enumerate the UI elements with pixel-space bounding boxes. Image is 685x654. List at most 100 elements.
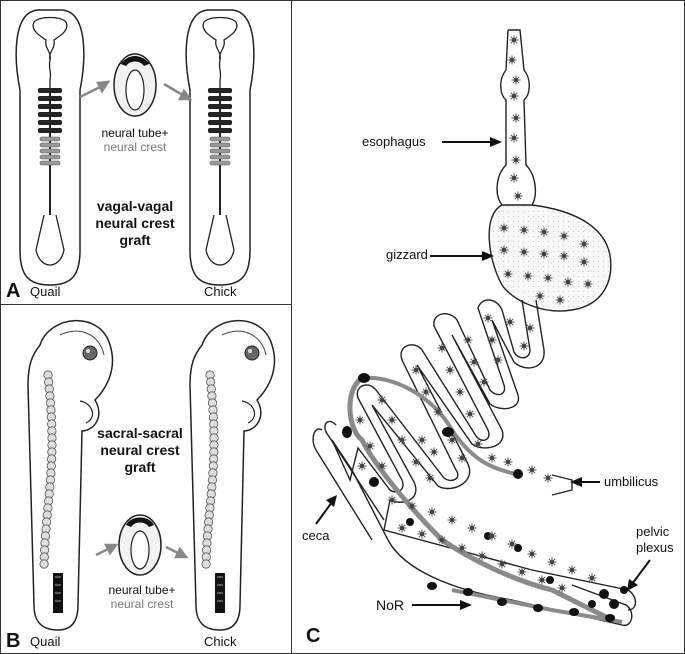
neuron-icon [357,461,367,471]
neuron-icon [511,113,521,123]
quail-label-a: Quail [30,284,60,299]
neuron-icon [477,551,487,561]
neuron-icon [503,457,513,467]
nor-label: NoR [376,597,404,613]
panel-b-drawing: sacral-sacral neural crest graft neural … [6,319,276,652]
neuron-icon [487,531,497,541]
neuron-icon [455,387,465,397]
ceca-arrow [315,495,337,525]
neuron-icon [511,155,521,165]
panel-letter-c: C [306,625,320,647]
umbilicus-label: umbilicus [604,474,659,489]
graft-title-b-1: sacral-sacral [97,425,183,441]
chick-embryo-sacral [189,319,276,631]
neuron-icon [497,559,507,569]
neuron-icon [433,407,443,417]
neuron-icon [417,435,427,445]
neuron-icon [517,567,527,577]
neuron-icon [397,523,407,533]
neuron-icon [511,75,521,85]
gizzard-arrow [430,251,494,261]
neuron-icon [467,523,477,533]
neuron-icon [557,583,567,593]
quail-somite-column [39,370,57,569]
nor-ganglia [342,373,615,622]
neural-tube-section-a [113,53,157,117]
neuron-icon [527,549,537,559]
neuron-icon [509,173,519,183]
neuron-icon [519,225,529,235]
gizzard-label: gizzard [386,247,428,262]
neuron-icon [457,543,467,553]
neuron-icon [377,395,387,405]
neuron-icon [579,257,589,267]
nor-arrow [412,600,472,610]
neuron-icon [469,357,479,367]
neuron-icon [483,313,493,323]
neuron-icon [377,461,387,471]
transfer-arrow-a-left [79,80,111,99]
neuron-icon [387,495,397,505]
neuron-icon [523,271,533,281]
neuron-icon [563,277,573,287]
panel-a-drawing: neural tube+ neural crest vagal-vagal ne… [6,9,255,302]
neuron-icon [463,335,473,345]
neuron-icon [447,435,457,445]
neuron-icon [587,573,597,583]
neuron-icon [387,415,397,425]
neuron-icon [535,291,545,301]
neuron-icon [487,453,497,463]
transfer-arrow-a-right [163,82,193,101]
neuron-icon [445,365,455,375]
neuron-icon [519,341,529,351]
quail-embryo-vagal [15,9,85,286]
enteric-neurons [355,35,597,593]
panel-letter-a: A [6,280,20,302]
neuron-icon [499,245,509,255]
neuron-icon [579,239,589,249]
panel-letter-b: B [6,630,20,652]
graft-title-a-3: graft [119,232,150,248]
chick-label-a: Chick [204,284,237,299]
tube-label-a-1: neural tube+ [101,126,168,140]
neuron-icon [519,247,529,257]
neuron-icon [421,387,431,397]
neuron-icon [527,465,537,475]
panel-a: neural tube+ neural crest vagal-vagal ne… [0,0,291,304]
tube-label-b-1: neural tube+ [108,583,175,597]
neuron-icon [499,223,509,233]
quail-label-b: Quail [30,634,60,649]
graft-title-b-3: graft [124,459,155,475]
neuron-icon [525,323,535,333]
neuron-icon [425,473,435,483]
neuron-icon [487,335,497,345]
neuron-icon [567,565,577,575]
neural-tube-section-b [118,514,162,576]
gizzard [488,204,612,312]
neuron-icon [417,529,427,539]
pelvic-plexus-cluster [406,518,628,609]
panel-divider-vertical [291,0,292,654]
neuron-icon [505,317,515,327]
neuron-icon [543,473,553,483]
pelvic-label-1: pelvic [636,524,670,539]
umbilicus-arrow [570,477,600,487]
neuron-icon [465,409,475,419]
umbilicus-stalk [551,474,573,496]
pelvic-label-2: plexus [636,540,674,555]
neuron-icon [493,355,503,365]
neuron-icon [555,295,565,305]
chick-label-b: Chick [204,634,237,649]
neuron-icon [583,279,593,289]
neuron-icon [537,575,547,585]
esophagus-arrow [442,137,502,147]
neuron-icon [507,55,517,65]
quail-embryo-sacral [27,319,114,631]
transfer-arrow-b-left [95,543,119,557]
neuron-icon [539,227,549,237]
neuron-icon [507,539,517,549]
tube-label-b-2: neural crest [111,597,174,611]
neuron-icon [539,249,549,259]
neuron-icon [429,447,439,457]
neuron-icon [473,439,483,449]
